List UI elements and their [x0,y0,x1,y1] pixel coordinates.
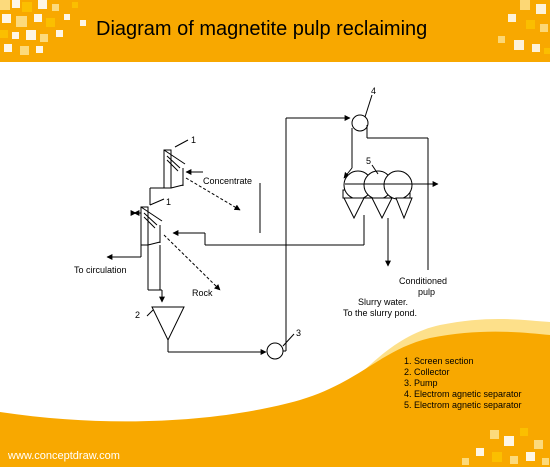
separator-small [351,114,369,132]
pump [266,342,284,360]
legend-item: 5. Electrom agnetic separator [404,400,522,410]
label-concentrate: Concentrate [203,176,252,186]
footer-url[interactable]: www.conceptdraw.com [8,450,120,462]
legend-item: 4. Electrom agnetic separator [404,389,522,399]
mosaic-top-right [498,0,550,54]
header-band [0,0,550,62]
legend-item: 2. Collector [404,367,450,377]
callout-separator: 5 [366,156,371,166]
legend: 1. Screen section 2. Collector 3. Pump 4… [404,356,522,411]
callout-separator-top: 4 [371,86,376,96]
bottom-wave [0,331,550,467]
legend-item: 1. Screen section [404,356,474,366]
callout-screen-top: 1 [191,135,196,145]
label-to-circulation: To circulation [74,265,127,275]
label-conditioned-pulp-2: pulp [418,287,435,297]
callout-pump: 3 [296,328,301,338]
label-rock: Rock [192,288,213,298]
screen-section-top [163,149,186,189]
callout-screen-bottom: 1 [166,197,171,207]
separator-drums [342,170,439,220]
mosaic-bottom-right [462,428,549,465]
label-conditioned-pulp-1: Conditioned [399,276,447,286]
callout-collector: 2 [135,310,140,320]
label-slurry-water-1: Slurry water. [358,297,408,307]
screen-section-bottom [140,206,163,246]
page-title: Diagram of magnetite pulp reclaiming [96,18,428,40]
label-slurry-water-2: To the slurry pond. [343,308,417,318]
mosaic-top-left [0,0,86,55]
collector [151,306,185,342]
legend-item: 3. Pump [404,378,438,388]
